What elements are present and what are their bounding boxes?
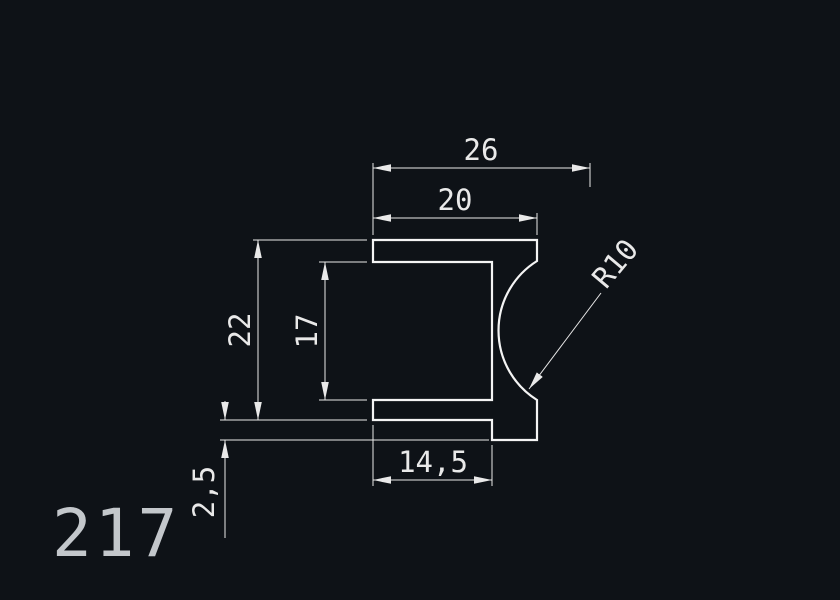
- dim-overall-height-label: 22: [223, 313, 257, 348]
- dim-groove-radius-label: R10: [585, 233, 645, 295]
- profile-outline: [371, 238, 539, 442]
- part-number: 217: [52, 495, 180, 572]
- dim-inner-height: 17: [290, 261, 367, 401]
- profile-path: [371, 238, 539, 442]
- dim-bottom-step: 2,5: [187, 401, 489, 538]
- dim-bottom-width-label: 14,5: [398, 445, 468, 479]
- dim-top-width: 20: [373, 183, 538, 235]
- dim-top-width-label: 20: [438, 183, 473, 217]
- dim-bottom-step-label: 2,5: [187, 466, 221, 518]
- dim-overall-width-label: 26: [464, 133, 499, 167]
- dim-inner-height-label: 17: [290, 314, 324, 349]
- dim-overall-height: 22: [220, 239, 367, 421]
- leader-line: [528, 292, 602, 390]
- dim-groove-radius: R10: [528, 233, 645, 390]
- dim-bottom-width: 14,5: [372, 425, 493, 486]
- dim-overall-width: 26: [372, 133, 591, 235]
